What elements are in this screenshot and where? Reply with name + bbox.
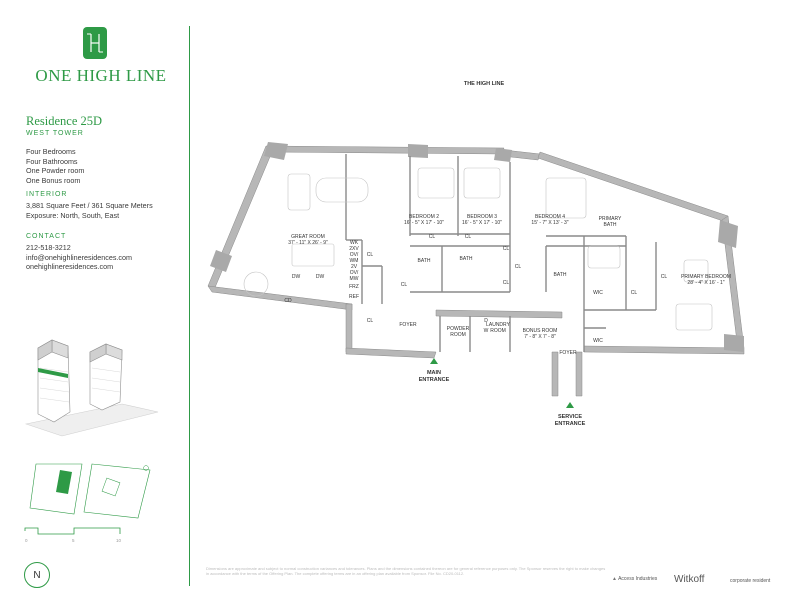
laundry-room-label-line2: ROOM: [490, 328, 506, 334]
room-summary: Four Bedrooms Four Bathrooms One Powder …: [26, 147, 84, 185]
interior-heading: INTERIOR: [26, 191, 68, 198]
main-entrance: MAIN ENTRANCE: [419, 358, 450, 383]
appliance-label: MW: [350, 276, 359, 282]
service-entrance-label-line2: ENTRANCE: [555, 421, 586, 427]
closet-label: CL: [515, 264, 522, 270]
phone-link[interactable]: 212-518-3212: [26, 243, 71, 252]
service-entrance: SERVICE ENTRANCE: [555, 402, 586, 427]
floor-plan: THE HIGH LINE: [207, 81, 745, 427]
closet-label: CL: [401, 282, 408, 288]
bath-label: BATH: [418, 258, 431, 264]
great-room-dims: 37' - 11" X 26' - 9": [288, 240, 328, 246]
tower-label: WEST TOWER: [26, 130, 84, 137]
contact-heading: CONTACT: [26, 233, 67, 240]
room-summary-line: One Bonus room: [26, 175, 81, 185]
partner-logos: ▲ Access Industries Witkoff corporate re…: [612, 572, 782, 590]
primary-bath-label: PRIMARY: [599, 216, 622, 222]
service-entrance-arrow-icon: [566, 402, 574, 408]
email-link[interactable]: info@onehighlineresidences.com: [26, 252, 132, 262]
room-summary-line: Four Bathrooms: [26, 156, 78, 166]
site-plan: [29, 463, 151, 519]
appliance-label: OV/: [350, 252, 359, 258]
bedroom3-label: BEDROOM 3: [467, 214, 497, 220]
closet-label: CL: [503, 246, 510, 252]
area-text: 3,881 Square Feet / 361 Square Meters: [26, 201, 153, 210]
powder-room-label: POWDER: [447, 326, 470, 332]
bedroom4-label: BEDROOM 4: [535, 214, 565, 220]
room-labels: GREAT ROOM 37' - 11" X 26' - 9" BEDROOM …: [284, 214, 731, 356]
main-entrance-label-line2: ENTRANCE: [419, 377, 450, 383]
scale-label: 0: [25, 538, 28, 543]
bedroom2-dims: 16' - 5" X 17' - 10": [404, 220, 444, 226]
bedroom4-dims: 15' - 7" X 13' - 3": [531, 220, 568, 226]
scale-label: 5: [72, 538, 75, 543]
dryer-label: D: [484, 318, 488, 324]
contact-details: 212-518-3212 info@onehighlineresidences.…: [26, 243, 132, 272]
bonus-room-dims: 7' - 8" X 7' - 8": [524, 334, 556, 340]
scale-label: 10: [116, 538, 122, 543]
great-room-label: GREAT ROOM: [291, 234, 325, 240]
bath-label: BATH: [554, 272, 567, 278]
brand-name: ONE HIGH LINE: [35, 66, 167, 85]
closet-label: CL: [503, 280, 510, 286]
partner-logo: ▲ Access Industries: [612, 576, 657, 582]
room-summary-line: Four Bedrooms: [26, 147, 76, 156]
closet-label: CL: [367, 252, 374, 258]
info-sidebar: ONE HIGH LINE Residence 25D WEST TOWER F…: [0, 0, 190, 612]
closet-label: CL: [465, 234, 472, 240]
partner-logo: corporate resident: [730, 578, 771, 584]
bath-label: BATH: [460, 256, 473, 262]
bedroom2-label: BEDROOM 2: [409, 214, 439, 220]
sidebar-divider: [189, 26, 190, 586]
high-line-label: THE HIGH LINE: [464, 81, 505, 87]
appliance-label: 2V: [351, 264, 358, 270]
closet-label: CL: [631, 290, 638, 296]
exterior-walls: [207, 145, 745, 397]
appliance-label: WK: [350, 240, 359, 246]
appliance-label: OV/: [350, 270, 359, 276]
laundry-room-label: LAUNDRY: [486, 322, 510, 328]
foyer-label: FOYER: [399, 322, 417, 328]
foyer-label: FOYER: [559, 350, 577, 356]
bonus-room-label: BONUS ROOM: [523, 328, 558, 334]
residence-title: Residence 25D: [26, 114, 103, 128]
partner-logo: Witkoff: [674, 574, 705, 585]
furniture: [243, 167, 713, 331]
closet-label: CL: [367, 318, 374, 324]
washer-label: W: [484, 328, 489, 334]
appliance-label: 2XV: [349, 246, 359, 252]
website-link[interactable]: onehighlineresidences.com: [26, 262, 114, 272]
interior-details: 3,881 Square Feet / 361 Square Meters Ex…: [26, 201, 153, 220]
room-summary-line: One Powder room: [26, 166, 85, 176]
main-entrance-arrow-icon: [430, 358, 438, 364]
partner-name: Access Industries: [618, 576, 658, 582]
primary-bath-label-line2: BATH: [604, 222, 617, 228]
legal-disclaimer: Dimensions are approximate and subject t…: [206, 566, 606, 576]
north-arrow-icon: N: [24, 562, 50, 588]
dishwasher-label: DW: [292, 274, 301, 280]
service-entrance-label: SERVICE: [558, 414, 582, 420]
closet-label: CL: [661, 274, 668, 280]
primary-bedroom-label: PRIMARY BEDROOM: [681, 274, 731, 280]
powder-room-label-line2: ROOM: [450, 332, 466, 338]
exposure-text: Exposure: North, South, East: [26, 210, 120, 220]
building-key-plan: [24, 339, 159, 437]
freezer-label: FRZ: [349, 284, 359, 290]
closet-label: CL: [429, 234, 436, 240]
main-entrance-label: MAIN: [427, 370, 441, 376]
triangle-logo-icon: ▲: [612, 576, 617, 582]
primary-bedroom-dims: 28' - 4" X 16' - 1": [687, 280, 724, 286]
refrigerator-label: REF: [349, 294, 359, 300]
one-high-line-logo-icon: [83, 27, 107, 59]
bedroom3-dims: 16' - 5" X 17' - 10": [462, 220, 502, 226]
cd-label: CD: [284, 298, 292, 304]
scale-bar: 0 5 10: [24, 527, 122, 543]
dishwasher-label: DW: [316, 274, 325, 280]
appliance-label: WM: [350, 258, 359, 264]
wic-label: WIC: [593, 338, 603, 344]
interior-walls: [345, 154, 657, 352]
window-bays: [210, 142, 744, 352]
wic-label: WIC: [593, 290, 603, 296]
